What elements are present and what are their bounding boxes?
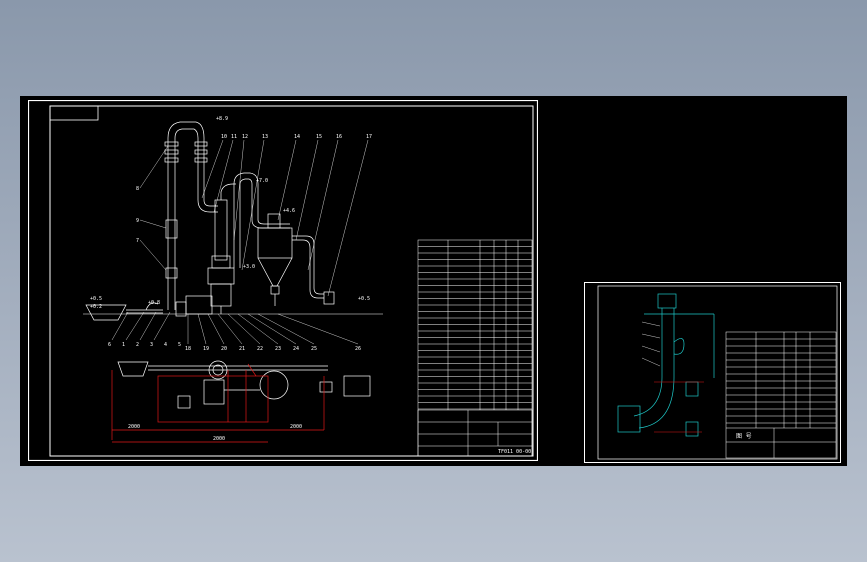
- svg-text:+0.5: +0.5: [90, 296, 102, 302]
- title-code: TF011 00-00: [498, 449, 531, 455]
- leader-number: 17: [366, 134, 372, 140]
- dim-3: 2000: [290, 424, 302, 430]
- leader-number: 2: [136, 342, 139, 348]
- detail-parts-table: [725, 331, 837, 459]
- leader-number: 11: [231, 134, 237, 140]
- leader-number: 12: [242, 134, 248, 140]
- leader-number: 23: [275, 346, 281, 352]
- leader-number: 4: [164, 342, 167, 348]
- detail-drawing-svg: 图 号: [584, 282, 841, 463]
- dim-2: 2000: [213, 436, 225, 442]
- leader-number: 26: [355, 346, 361, 352]
- svg-text:+0.5: +0.5: [358, 296, 370, 302]
- dim-1: 2000: [128, 424, 140, 430]
- drawing-sheet-main[interactable]: +8.9 +7.0 +4.6 +3.0 +0.5 +0.2 +0.8 +0.5 …: [28, 100, 538, 461]
- svg-text:+0.2: +0.2: [90, 304, 102, 310]
- svg-text:+3.0: +3.0: [243, 264, 255, 270]
- leader-number: 5: [178, 342, 181, 348]
- leader-number: 10: [221, 134, 227, 140]
- leader-number: 13: [262, 134, 268, 140]
- leader-number: 9: [136, 218, 139, 224]
- main-drawing-svg: +8.9 +7.0 +4.6 +3.0 +0.5 +0.2 +0.8 +0.5 …: [28, 100, 538, 461]
- parts-list-table: [417, 239, 533, 457]
- svg-text:+7.0: +7.0: [256, 178, 268, 184]
- detail-title-block: 图 号: [736, 433, 752, 440]
- svg-text:+0.8: +0.8: [148, 300, 160, 306]
- leader-number: 6: [108, 342, 111, 348]
- leader-number: 24: [293, 346, 299, 352]
- leader-number: 18: [185, 346, 191, 352]
- leader-number: 8: [136, 186, 139, 192]
- leader-number: 15: [316, 134, 322, 140]
- leader-number: 7: [136, 238, 139, 244]
- svg-text:+4.6: +4.6: [283, 208, 295, 214]
- leader-number: 21: [239, 346, 245, 352]
- leader-number: 25: [311, 346, 317, 352]
- svg-text:+8.9: +8.9: [216, 116, 228, 122]
- leader-number: 20: [221, 346, 227, 352]
- leader-number: 14: [294, 134, 300, 140]
- drawing-sheet-detail[interactable]: 图 号: [584, 282, 841, 463]
- leader-number: 3: [150, 342, 153, 348]
- leader-number: 22: [257, 346, 263, 352]
- leader-number: 16: [336, 134, 342, 140]
- leader-number: 1: [122, 342, 125, 348]
- leader-number: 19: [203, 346, 209, 352]
